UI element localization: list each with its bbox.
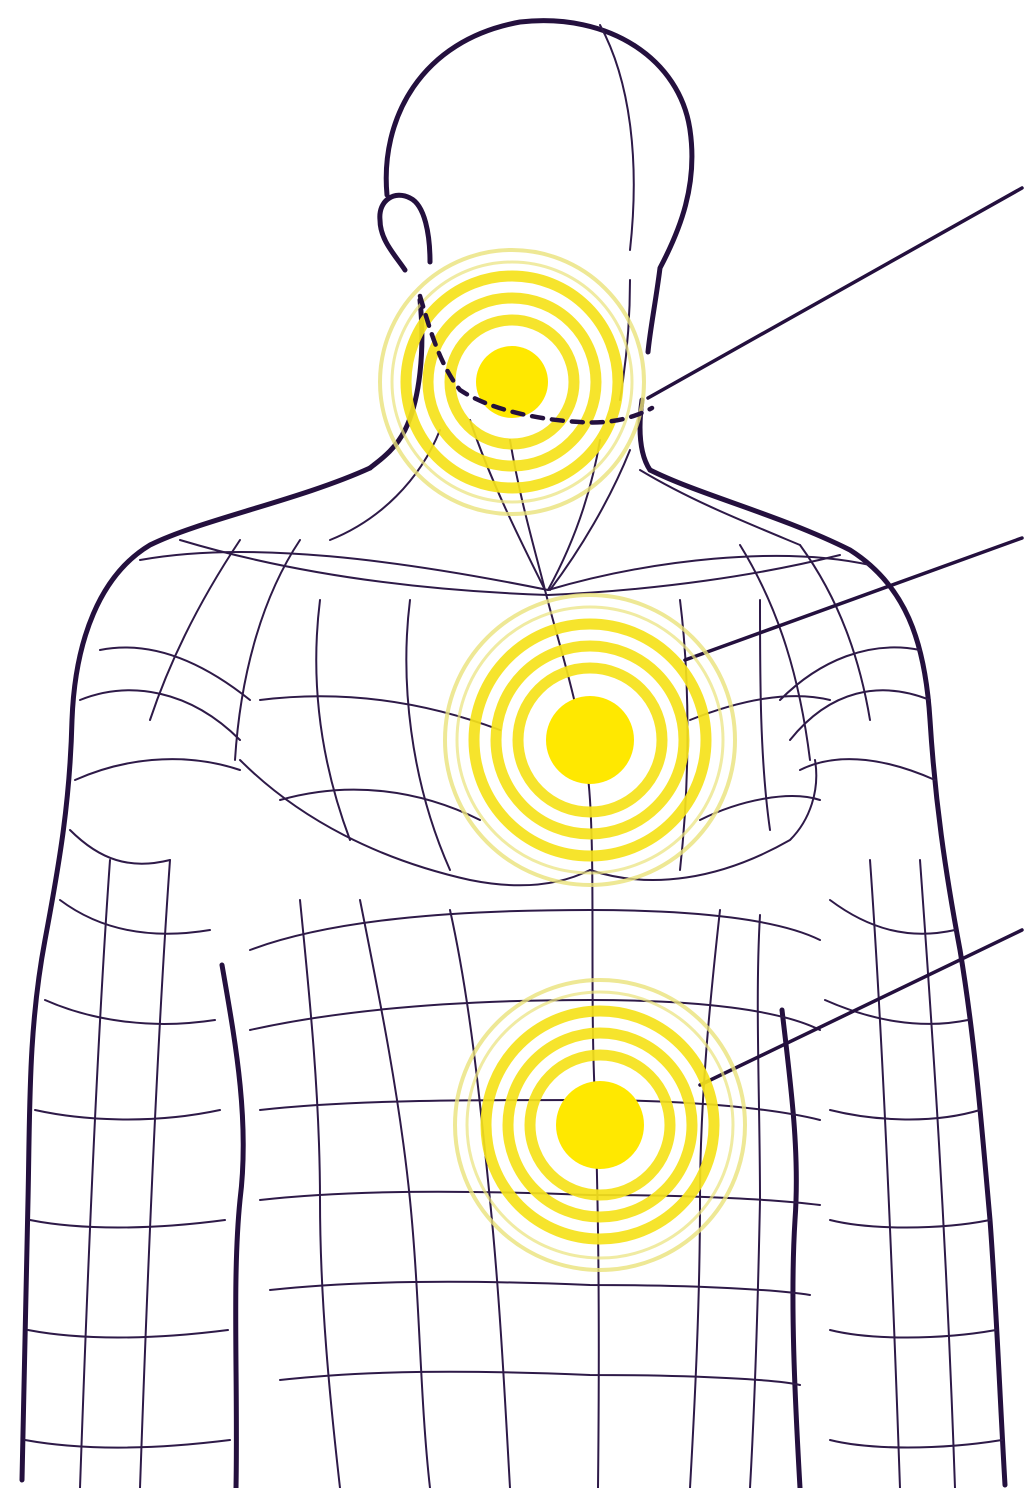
target-core	[546, 696, 634, 784]
target-core	[476, 346, 548, 418]
target-core	[556, 1081, 644, 1169]
